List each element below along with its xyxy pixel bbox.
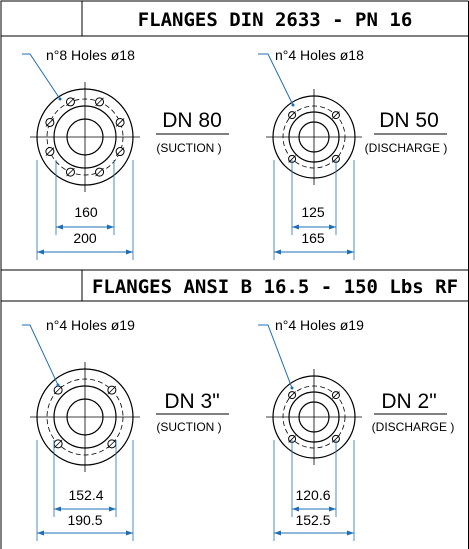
- flange-din-suction: n°8 Holes ø18 DN 80 (SUCTION ) 160 200: [22, 47, 229, 260]
- dimension-arrowhead: [107, 224, 114, 230]
- leader-tip: [291, 103, 295, 107]
- dimension-arrowhead: [37, 530, 44, 536]
- role-label: (DISCHARGE ): [365, 141, 448, 155]
- bolt-hole-mark: [45, 118, 55, 127]
- dimension-arrowhead: [109, 506, 116, 512]
- bolt-hole-mark: [115, 147, 125, 156]
- dn-label: DN 2": [381, 390, 436, 413]
- bolt-hole-mark: [66, 97, 75, 107]
- dn-label: DN 50: [379, 109, 439, 132]
- bolt-hole-mark: [332, 111, 340, 119]
- bolt-hole-mark: [107, 439, 117, 449]
- dimension-arrowhead: [274, 530, 281, 536]
- dimension-arrowhead: [329, 224, 336, 230]
- dimension-arrowhead: [54, 506, 61, 512]
- holes-leader-line: [258, 324, 293, 389]
- dimension-arrowhead: [56, 224, 63, 230]
- outer-dim-value: 200: [73, 230, 97, 246]
- holes-label: n°4 Holes ø18: [275, 47, 364, 63]
- bolt-hole-mark: [53, 385, 63, 395]
- bolt-hole-mark: [53, 439, 63, 449]
- holes-label: n°4 Holes ø19: [275, 317, 364, 333]
- bolt-hole-mark: [332, 155, 340, 163]
- dimension-arrowhead: [37, 249, 44, 255]
- leader-tip: [290, 386, 294, 390]
- outer-dim-value: 190.5: [67, 512, 102, 528]
- bolt-hole-mark: [288, 111, 296, 119]
- holes-label: n°4 Holes ø19: [46, 317, 135, 333]
- dn-label: DN 80: [162, 109, 222, 132]
- bolt-hole-mark: [115, 118, 125, 127]
- flange-ansi-discharge: n°4 Holes ø19 DN 2" (DISCHARGE ) 120.6 1…: [258, 317, 454, 541]
- role-label: (DISCHARGE ): [372, 420, 455, 434]
- holes-leader-line: [22, 53, 61, 100]
- role-label: (SUCTION ): [156, 141, 221, 155]
- dimension-arrowhead: [329, 506, 336, 512]
- bolt-hole-mark: [45, 147, 55, 156]
- inner-dim-value: 125: [301, 204, 325, 220]
- leader-tip: [58, 97, 62, 101]
- bolt-hole-mark: [332, 391, 340, 399]
- bolt-hole-mark: [332, 435, 340, 443]
- dimension-arrowhead: [274, 249, 281, 255]
- dimension-arrowhead: [126, 249, 133, 255]
- bolt-hole-mark: [95, 167, 104, 177]
- flange-ansi-suction: n°4 Holes ø19 DN 3" (SUCTION ) 152.4 190…: [22, 317, 229, 541]
- role-label: (SUCTION ): [156, 420, 221, 434]
- outer-dim-value: 165: [301, 230, 325, 246]
- bolt-hole-mark: [288, 155, 296, 163]
- dimension-arrowhead: [347, 249, 354, 255]
- inner-dim-value: 152.4: [68, 487, 103, 503]
- bolt-hole-mark: [288, 435, 296, 443]
- dimension-arrowhead: [126, 530, 133, 536]
- inner-dim-value: 120.6: [295, 487, 330, 503]
- holes-label: n°8 Holes ø18: [46, 47, 135, 63]
- dimension-arrowhead: [292, 506, 299, 512]
- flange-din-discharge: n°4 Holes ø18 DN 50 (DISCHARGE ) 125 165: [258, 47, 447, 260]
- inner-dim-value: 160: [74, 204, 98, 220]
- dimension-arrowhead: [347, 530, 354, 536]
- bolt-hole-mark: [107, 385, 117, 395]
- bolt-hole-mark: [288, 391, 296, 399]
- leader-tip: [56, 383, 60, 387]
- holes-leader-line: [22, 324, 59, 386]
- outer-dim-value: 152.5: [295, 512, 330, 528]
- bolt-hole-mark: [95, 97, 104, 107]
- section-title-din: FLANGES DIN 2633 - PN 16: [138, 9, 413, 31]
- dn-label: DN 3": [164, 390, 219, 413]
- holes-leader-line: [258, 53, 294, 106]
- bolt-hole-mark: [66, 167, 75, 177]
- section-title-ansi: FLANGES ANSI B 16.5 - 150 Lbs RF: [92, 276, 458, 298]
- dimension-arrowhead: [292, 224, 299, 230]
